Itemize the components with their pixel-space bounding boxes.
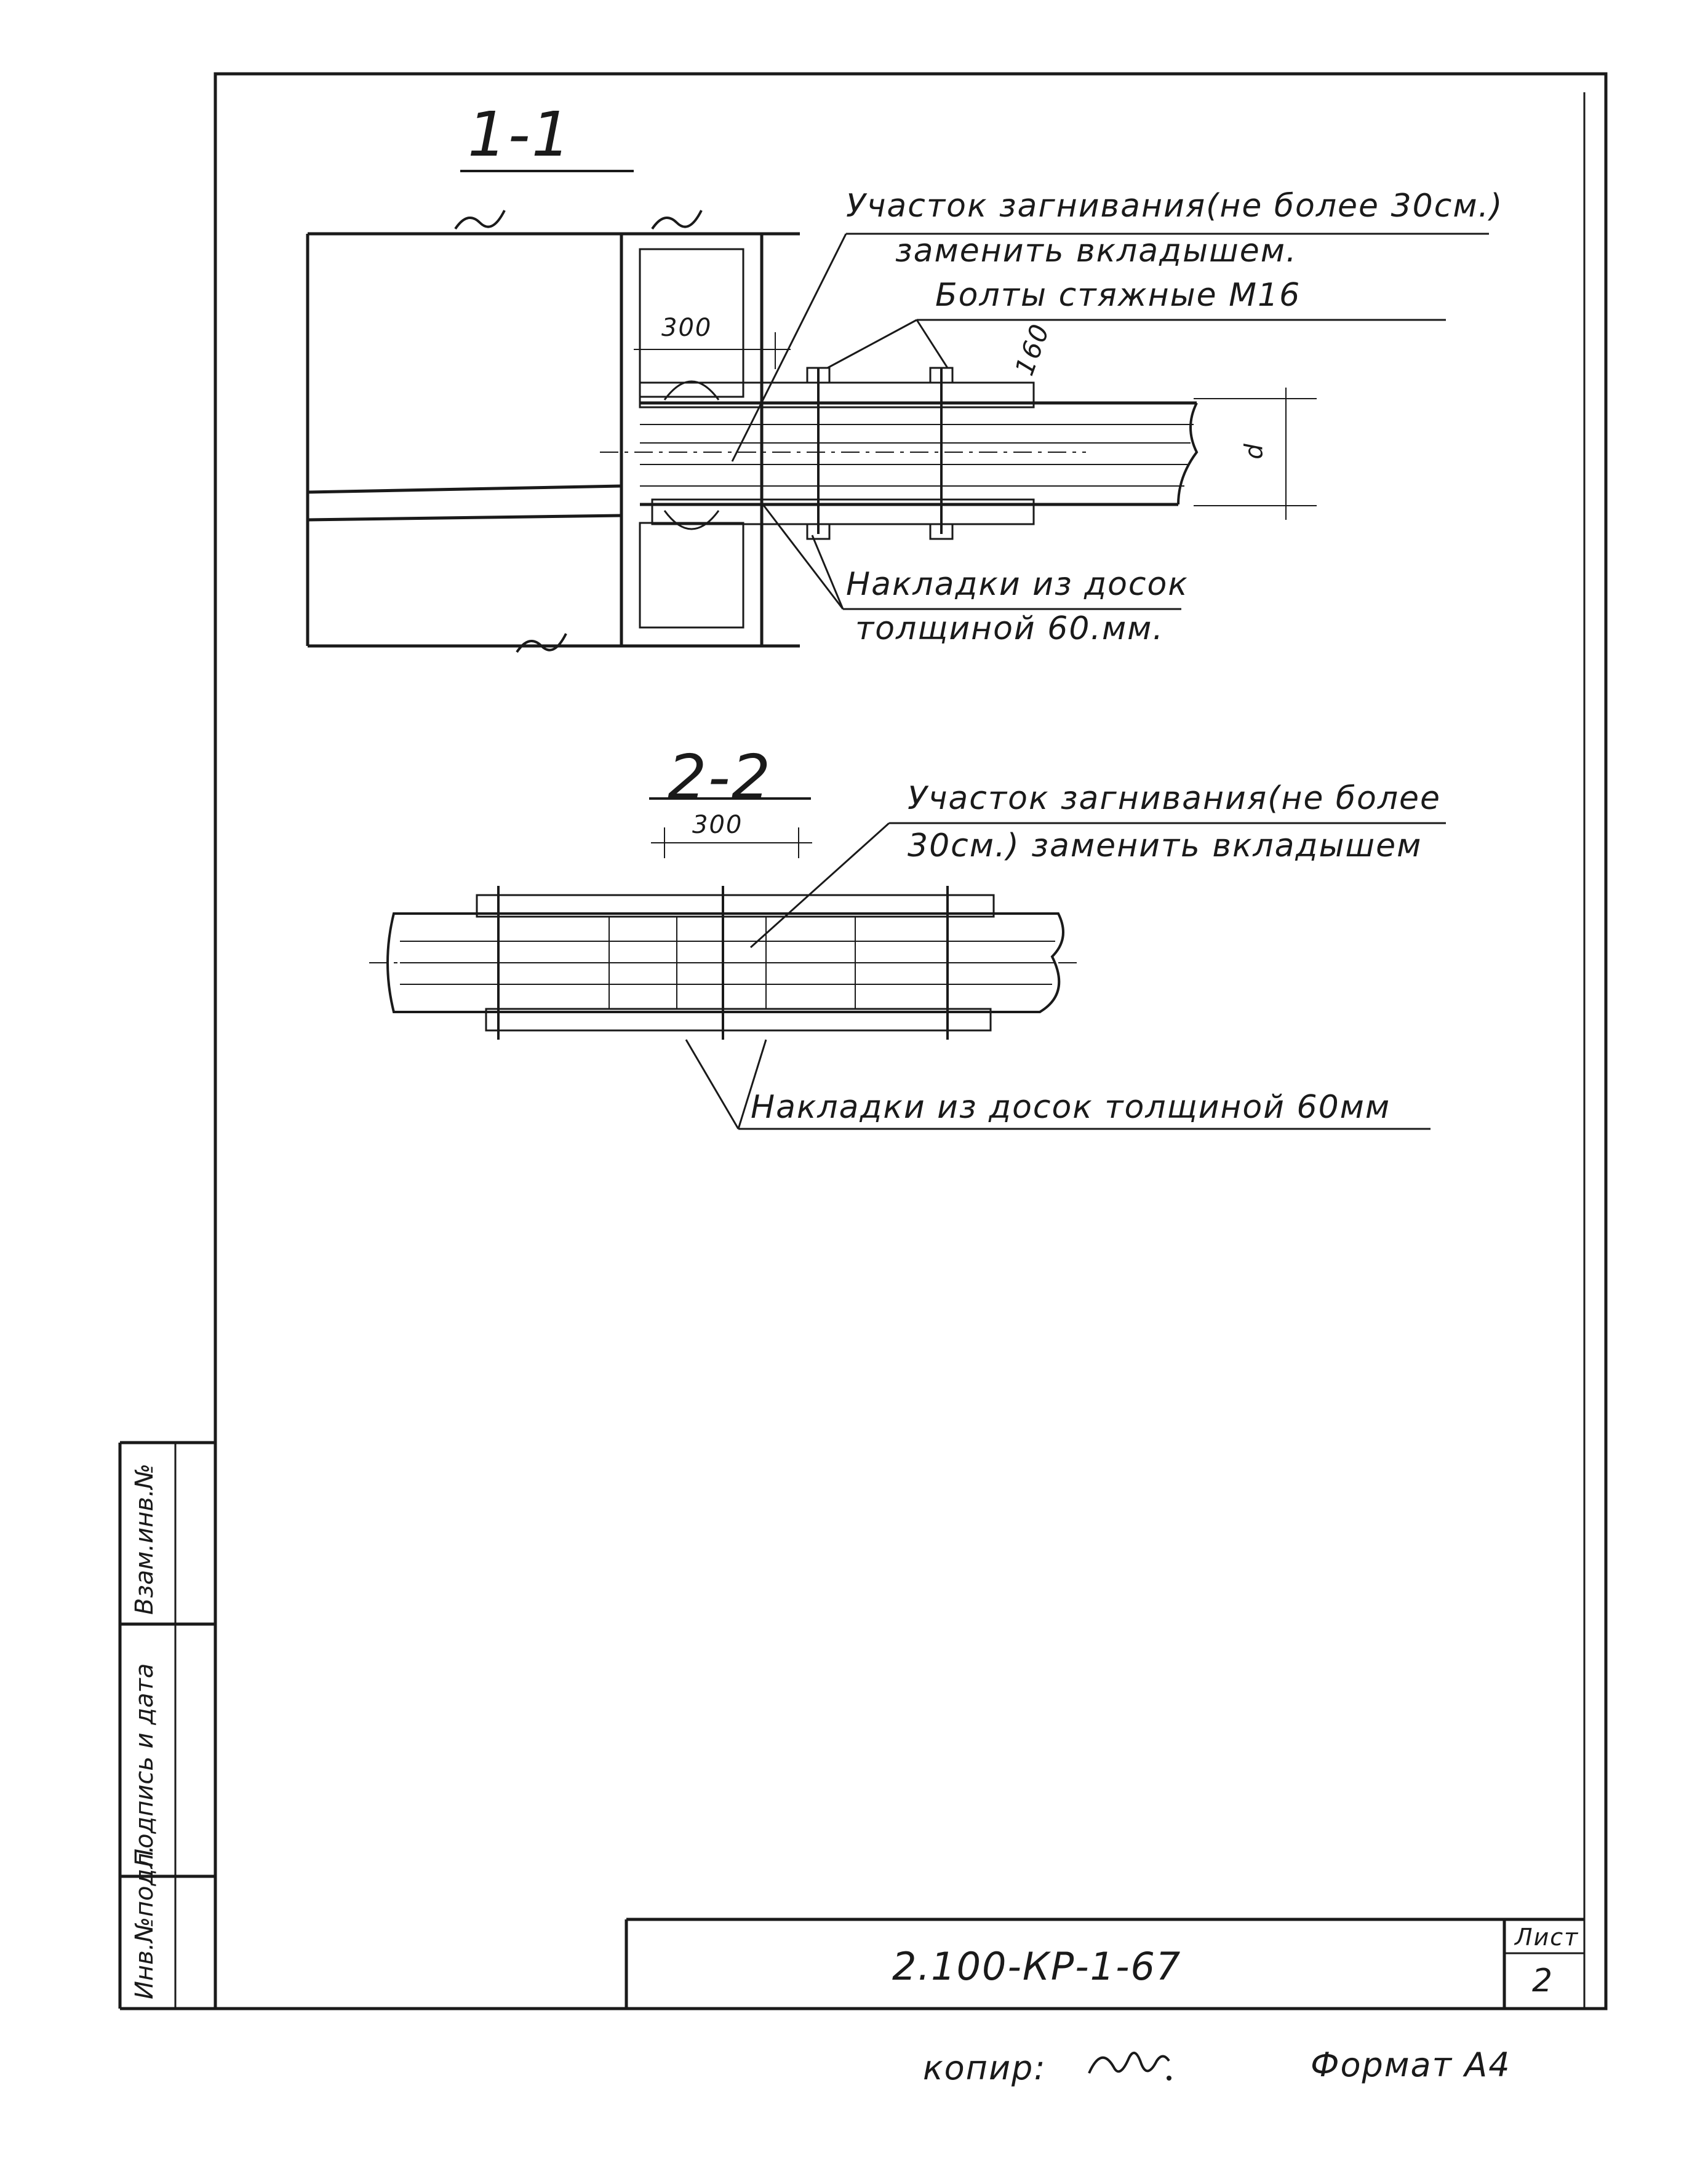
footer-format: Формат А4 bbox=[1311, 2046, 1511, 2084]
dim-d-1-1: d bbox=[1240, 442, 1269, 460]
callout-overlays-1-1-line2: толщиной 60.мм. bbox=[855, 610, 1164, 647]
footer-copied: копир: bbox=[923, 2049, 1047, 2087]
callout-insert-1-1-line2: заменить вкладышем. bbox=[895, 233, 1298, 269]
copier-signature bbox=[1088, 2052, 1171, 2081]
stamp-sign-date: Подпись и дата bbox=[130, 1663, 159, 1867]
callout-insert-2-2-line2: 30см.) заменить вкладышем bbox=[908, 827, 1423, 864]
callout-overlays-2-2: Накладки из досок толщиной 60мм bbox=[751, 1089, 1391, 1126]
frame-border bbox=[214, 72, 1608, 2010]
section-1-1-title: 1-1 bbox=[468, 98, 572, 170]
dim-300-2-2: 300 bbox=[692, 811, 743, 839]
callout-overlays-1-1-line1: Накладки из досок bbox=[846, 566, 1189, 603]
stamp-inv-orig: Инв.№подл. bbox=[130, 1845, 159, 1999]
section-1-1-drawing bbox=[306, 170, 1489, 653]
callout-bolts-1-1: Болты стяжные М16 bbox=[935, 277, 1301, 314]
doc-code: 2.100-КР-1-67 bbox=[892, 1944, 1182, 1989]
section-2-2-drawing bbox=[369, 797, 1446, 1130]
callout-insert-1-1-line1: Участок загнивания(не более 30см.) bbox=[846, 188, 1504, 225]
sheet-label: Лист bbox=[1515, 1924, 1579, 1951]
title-block-grid bbox=[625, 1918, 1584, 2009]
stamp-inv-replace: Взам.инв.№ bbox=[130, 1463, 159, 1615]
sheet-number: 2 bbox=[1532, 1962, 1554, 1999]
dim-300-1-1: 300 bbox=[661, 314, 712, 342]
side-stamp-grid bbox=[118, 1441, 215, 2010]
section-2-2-title: 2-2 bbox=[668, 741, 772, 813]
callout-insert-2-2-line1: Участок загнивания(не более bbox=[908, 780, 1442, 817]
